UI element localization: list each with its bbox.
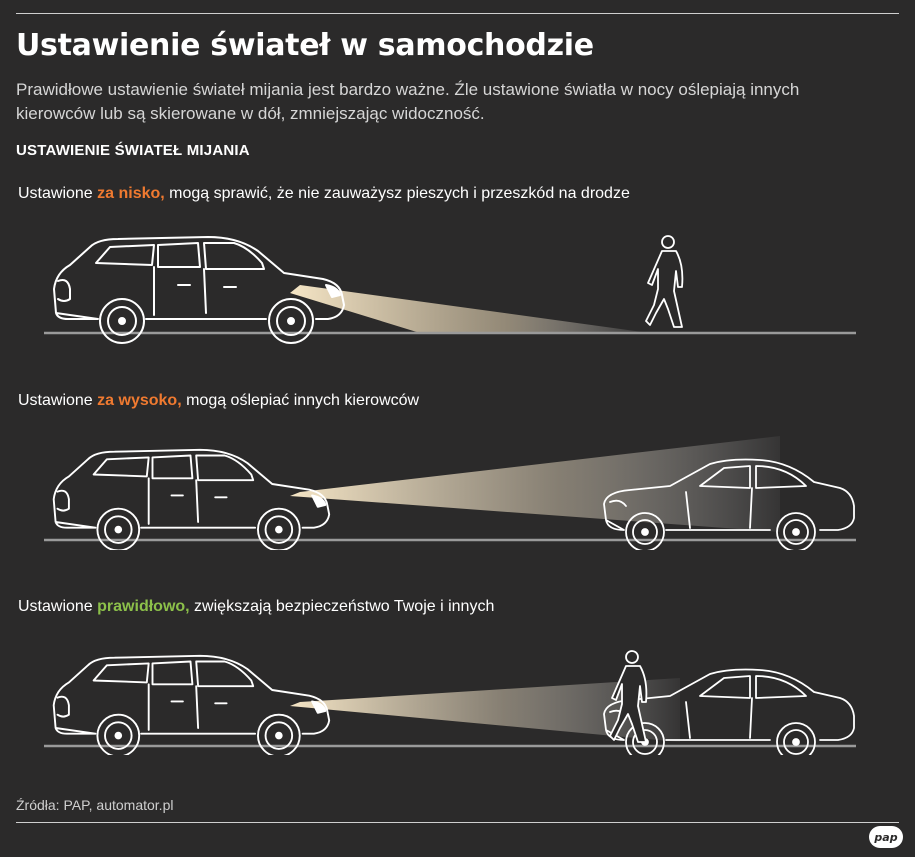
- scene-correct: [44, 650, 856, 755]
- headlight-beam: [290, 678, 680, 742]
- caption-suffix: zwiększają bezpieczeństwo Twoje i innych: [189, 598, 495, 615]
- caption-highlight: za nisko,: [97, 185, 165, 202]
- caption-correct: Ustawione prawidłowo, zwiększają bezpiec…: [18, 598, 494, 616]
- intro-text: Prawidłowe ustawienie świateł mijania je…: [16, 80, 800, 123]
- caption-highlight: prawidłowo,: [97, 598, 190, 615]
- scene-too-low: [44, 235, 856, 344]
- headlight-beam: [290, 436, 780, 532]
- pap-logo: pap: [869, 826, 903, 848]
- caption-prefix: Ustawione: [18, 185, 98, 202]
- car-icon: [52, 654, 331, 755]
- caption-too-high: Ustawione za wysoko, mogą oślepiać innyc…: [18, 392, 419, 410]
- top-rule: [16, 13, 899, 14]
- pedestrian-icon: [645, 235, 684, 328]
- section-heading: USTAWIENIE ŚWIATEŁ MIJANIA: [16, 142, 250, 159]
- caption-suffix: mogą oślepiać innych kierowców: [181, 392, 420, 409]
- caption-highlight: za wysoko,: [97, 392, 182, 409]
- caption-prefix: Ustawione: [18, 392, 98, 409]
- caption-prefix: Ustawione: [18, 598, 98, 615]
- car-icon: [52, 448, 331, 550]
- headlight-beam: [290, 285, 650, 333]
- scene-too-high: [44, 436, 856, 550]
- source-note: Źródła: PAP, automator.pl: [16, 797, 174, 813]
- bottom-rule: [16, 822, 899, 823]
- caption-suffix: mogą sprawić, że nie zauważysz pieszych …: [164, 185, 630, 202]
- caption-too-low: Ustawione za nisko, mogą sprawić, że nie…: [18, 185, 630, 203]
- page-title: Ustawienie świateł w samochodzie: [16, 28, 594, 63]
